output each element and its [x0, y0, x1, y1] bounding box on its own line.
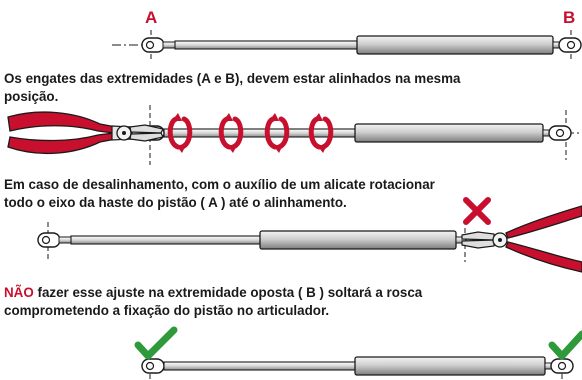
rotation-arrow-icon — [264, 113, 290, 153]
spring-checked — [141, 356, 574, 380]
rotation-arrow-icon — [308, 113, 334, 153]
check-icon — [548, 330, 582, 360]
end-label-b: B — [563, 8, 576, 27]
spring-wrong-end — [37, 222, 467, 262]
pliers-icon — [461, 205, 582, 273]
caption-pliers-line2: todo o eixo da haste do pistão ( A ) até… — [4, 195, 347, 210]
pliers-icon — [7, 111, 164, 155]
end-label-a: A — [145, 8, 158, 27]
cross-icon — [463, 197, 491, 225]
rotation-arrows — [167, 113, 334, 153]
caption-pliers-line1: Em caso de desalinhamento, com o auxílio… — [4, 177, 435, 192]
check-icon — [134, 326, 178, 360]
rotation-arrow-icon — [167, 113, 193, 153]
spring-aligned — [112, 30, 582, 62]
spring-with-pliers — [141, 105, 582, 165]
warning-rest: fazer esse ajuste na extremidade oposta … — [33, 285, 423, 300]
warning-strong: NÃO — [4, 285, 34, 300]
caption-alignment-line1: Os engates das extremidades (A e B), dev… — [4, 71, 461, 86]
caption-alignment-line2: posição. — [4, 89, 59, 104]
rotation-arrow-icon — [218, 113, 244, 153]
caption-warning-line1: NÃO fazer esse ajuste na extremidade opo… — [4, 284, 422, 301]
caption-warning-line2: comprometendo a fixação do pistão no art… — [4, 303, 330, 318]
